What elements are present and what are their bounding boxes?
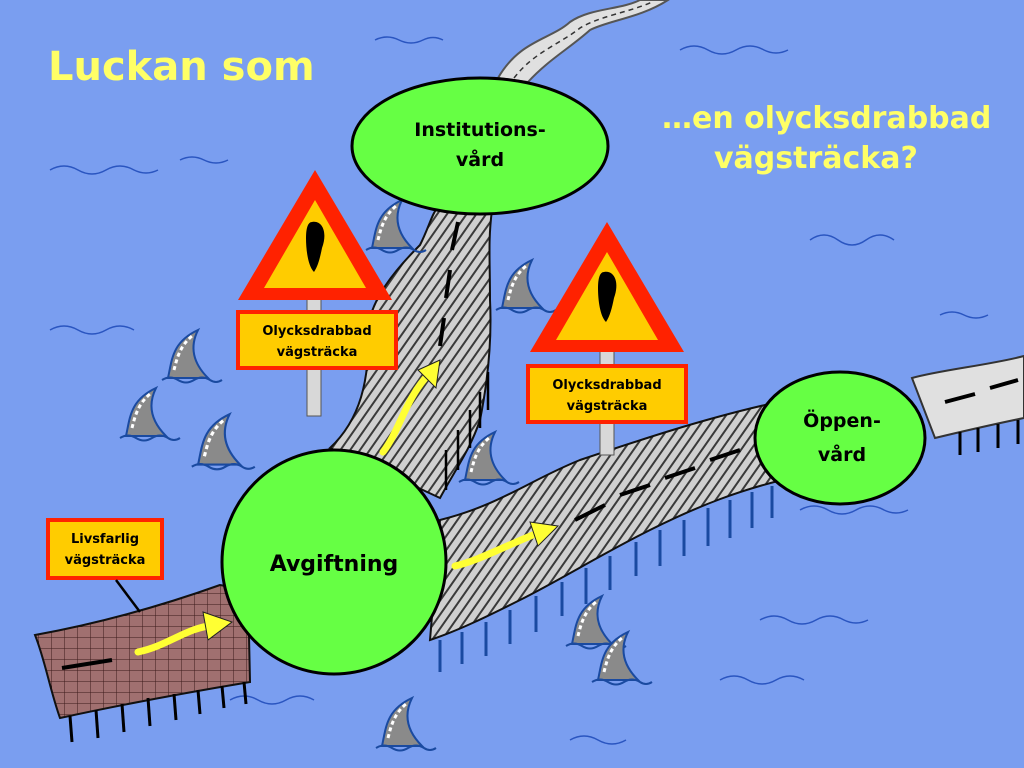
road-top-stub bbox=[496, 0, 670, 84]
slide-subtitle: vägsträcka? bbox=[714, 141, 918, 176]
sign-label: Livsfarlig bbox=[71, 532, 139, 547]
road-to-open-care bbox=[428, 403, 792, 672]
sign-label: vägsträcka bbox=[65, 553, 146, 568]
node-label: vård bbox=[456, 147, 504, 171]
node-label: Avgiftning bbox=[270, 552, 399, 577]
node-label: Institutions- bbox=[414, 119, 545, 141]
danger-sign: Livsfarlig vägsträcka bbox=[46, 518, 164, 613]
sign-label: Olycksdrabbad bbox=[262, 324, 371, 339]
warning-sign-right: Olycksdrabbad vägsträcka bbox=[526, 222, 688, 456]
slide-subtitle: …en olycksdrabbad bbox=[662, 101, 991, 136]
sign-label: vägsträcka bbox=[277, 345, 358, 360]
slide-title: Luckan som bbox=[48, 44, 315, 90]
node-label: vård bbox=[818, 442, 866, 466]
node-institution: Institutions- vård bbox=[350, 76, 610, 216]
sign-label: Olycksdrabbad bbox=[552, 378, 661, 393]
node-label: Öppen- bbox=[803, 408, 881, 432]
warning-sign-left: Olycksdrabbad vägsträcka bbox=[236, 170, 398, 417]
node-detox: Avgiftning bbox=[220, 448, 448, 676]
arrow-heads bbox=[202, 359, 560, 641]
node-open-care: Öppen- vård bbox=[753, 370, 927, 506]
road-right-stub bbox=[910, 354, 1024, 455]
waves bbox=[49, 36, 989, 745]
sign-label: vägsträcka bbox=[567, 399, 648, 414]
